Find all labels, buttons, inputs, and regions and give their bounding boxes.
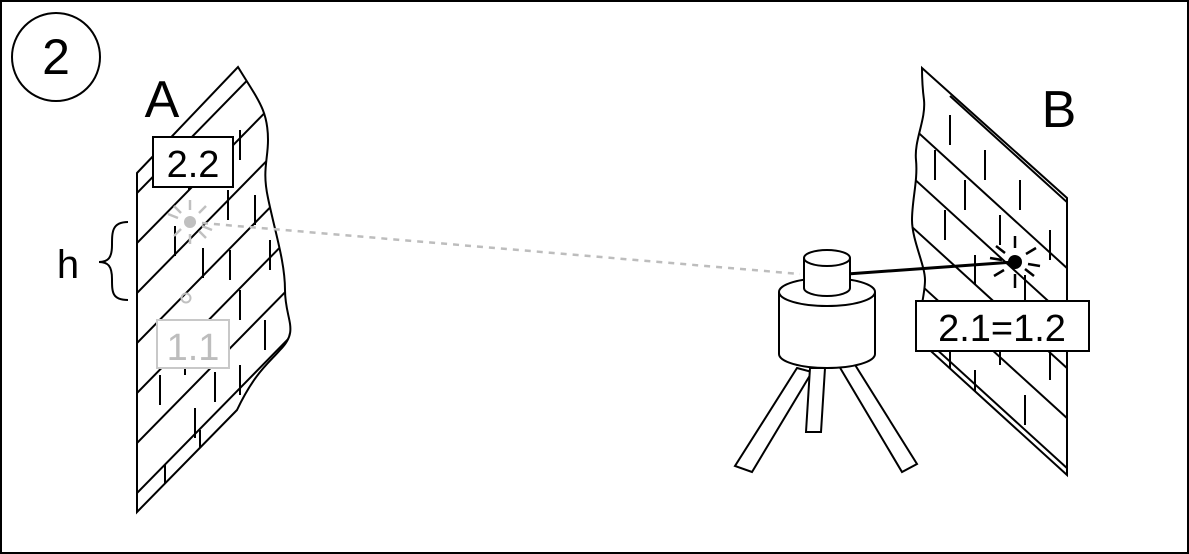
mark-box-a-upper: 2.2 bbox=[152, 136, 234, 188]
tripod bbox=[733, 358, 919, 474]
step-number: 2 bbox=[42, 29, 70, 85]
mark-box-b: 2.1=1.2 bbox=[915, 300, 1090, 352]
mark-a-upper-text: 2.2 bbox=[167, 144, 220, 186]
laser-spot-a bbox=[167, 200, 213, 244]
laser-beam-faded bbox=[189, 220, 801, 276]
mark-b-text: 2.1=1.2 bbox=[938, 308, 1066, 350]
step-badge: 2 bbox=[11, 12, 101, 102]
reference-point-a bbox=[180, 292, 192, 304]
mark-a-lower-text: 1.1 bbox=[167, 327, 220, 369]
height-label: h bbox=[57, 243, 79, 287]
height-brace: h bbox=[57, 221, 129, 301]
wall-b-label: B bbox=[1042, 81, 1077, 139]
laser-spot-b bbox=[989, 236, 1041, 288]
wall-a-label: A bbox=[145, 71, 180, 129]
laser-level-instrument bbox=[733, 249, 919, 474]
laser-beam bbox=[846, 260, 1015, 276]
mark-box-a-lower: 1.1 bbox=[156, 319, 230, 369]
